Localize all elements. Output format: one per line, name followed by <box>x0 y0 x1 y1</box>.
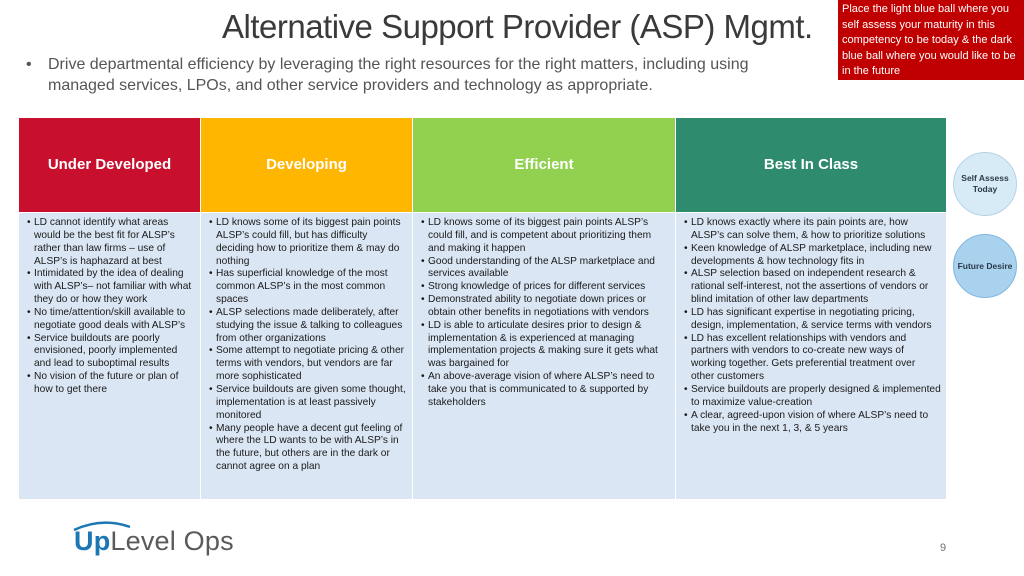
bullet-icon: • <box>26 56 32 73</box>
ball-label: Self Assess Today <box>961 173 1009 194</box>
page-title: Alternative Support Provider (ASP) Mgmt. <box>222 8 813 45</box>
criteria-item: A clear, agreed-upon vision of where ALS… <box>684 410 941 436</box>
criteria-item: LD knows some of its biggest pain points… <box>209 217 407 268</box>
criteria-item: LD cannot identify what areas would be t… <box>27 217 195 268</box>
criteria-item: LD has significant expertise in negotiat… <box>684 307 941 333</box>
column-heading: Under Developed <box>19 118 200 212</box>
column-developing: Developing LD knows some of its biggest … <box>201 118 412 499</box>
subtitle: • Drive departmental efficiency by lever… <box>26 54 786 96</box>
logo-text: UpLevel Ops <box>74 526 234 556</box>
instruction-note: Place the light blue ball where you self… <box>838 0 1024 80</box>
criteria-item: No vision of the future or plan of how t… <box>27 371 195 397</box>
criteria-item: Has superficial knowledge of the most co… <box>209 268 407 307</box>
criteria-item: Many people have a decent gut feeling of… <box>209 423 407 474</box>
criteria-item: LD is able to articulate desires prior t… <box>421 320 670 371</box>
maturity-grid: Under Developed LD cannot identify what … <box>19 118 946 499</box>
criteria-list: LD cannot identify what areas would be t… <box>27 217 195 397</box>
criteria-list: LD knows exactly where its pain points a… <box>684 217 941 435</box>
column-efficient: Efficient LD knows some of its biggest p… <box>413 118 675 499</box>
criteria-item: Some attempt to negotiate pricing & othe… <box>209 345 407 384</box>
logo-rest: Level Ops <box>110 526 234 556</box>
ball-label: Future Desire <box>957 260 1013 271</box>
criteria-item: LD knows some of its biggest pain points… <box>421 217 670 256</box>
heading-text: Under Developed <box>47 155 172 173</box>
criteria-list: LD knows some of its biggest pain points… <box>421 217 670 410</box>
criteria-item: LD has excellent relationships with vend… <box>684 333 941 384</box>
page-number: 9 <box>940 542 947 554</box>
criteria-list: LD knows some of its biggest pain points… <box>209 217 407 474</box>
heading-text: Efficient <box>514 155 574 173</box>
criteria-item: Good understanding of the ALSP marketpla… <box>421 256 670 282</box>
subtitle-text: Drive departmental efficiency by leverag… <box>48 56 749 94</box>
criteria-item: ALSP selection based on independent rese… <box>684 268 941 307</box>
criteria-item: LD knows exactly where its pain points a… <box>684 217 941 243</box>
column-body: LD knows some of its biggest pain points… <box>413 213 675 499</box>
criteria-item: Service buildouts are properly designed … <box>684 384 941 410</box>
column-body: LD cannot identify what areas would be t… <box>19 213 200 499</box>
criteria-item: Service buildouts are given some thought… <box>209 384 407 423</box>
logo-up: Up <box>74 526 111 556</box>
criteria-item: Strong knowledge of prices for different… <box>421 281 670 294</box>
criteria-item: Keen knowledge of ALSP marketplace, incl… <box>684 243 941 269</box>
column-best-in-class: Best In Class LD knows exactly where its… <box>676 118 946 499</box>
heading-text: Best In Class <box>763 155 859 173</box>
criteria-item: Demonstrated ability to negotiate down p… <box>421 294 670 320</box>
criteria-item: Intimidated by the idea of dealing with … <box>27 268 195 307</box>
column-heading: Best In Class <box>676 118 946 212</box>
column-body: LD knows some of its biggest pain points… <box>201 213 412 499</box>
criteria-item: Service buildouts are poorly envisioned,… <box>27 333 195 372</box>
logo-swoosh-icon <box>73 521 131 531</box>
self-assess-today-ball[interactable]: Self Assess Today <box>953 152 1017 216</box>
column-under-developed: Under Developed LD cannot identify what … <box>19 118 200 499</box>
criteria-item: An above-average vision of where ALSP’s … <box>421 371 670 410</box>
heading-text: Developing <box>266 155 347 173</box>
future-desire-ball[interactable]: Future Desire <box>953 234 1017 298</box>
criteria-item: No time/attention/skill available to neg… <box>27 307 195 333</box>
column-body: LD knows exactly where its pain points a… <box>676 213 946 499</box>
uplevel-ops-logo: UpLevel Ops <box>73 521 274 562</box>
column-heading: Developing <box>201 118 412 212</box>
criteria-item: ALSP selections made deliberately, after… <box>209 307 407 346</box>
column-heading: Efficient <box>413 118 675 212</box>
